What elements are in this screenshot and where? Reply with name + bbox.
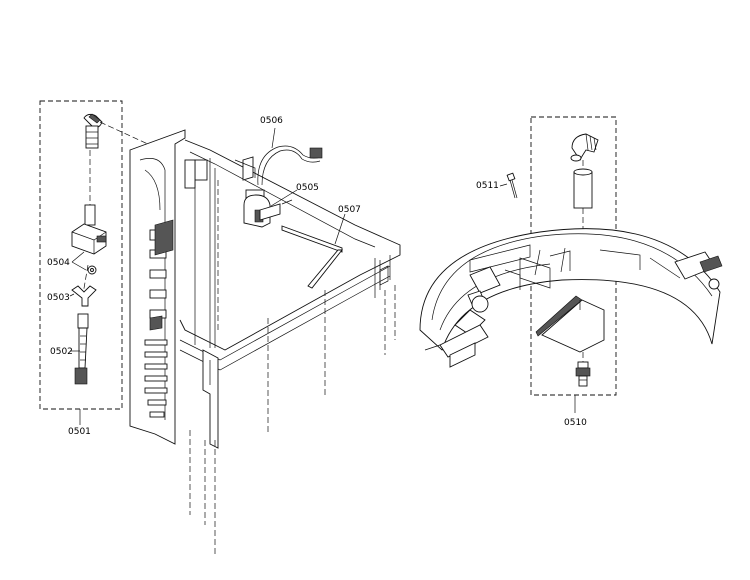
- label-0501: 0501: [68, 427, 91, 437]
- valve-body-0504: [71, 204, 107, 275]
- panel-slots: [144, 219, 174, 418]
- group-0501-box: [39, 100, 123, 410]
- label-0502: 0502: [50, 347, 73, 357]
- part-labels: 0501 0502 0503 0504 0505 0506 0507 0510 …: [47, 116, 587, 437]
- bracket-0510: [535, 295, 605, 353]
- label-0503: 0503: [47, 293, 70, 303]
- sleeve-0510: [573, 168, 593, 209]
- hose-0502: [74, 313, 89, 385]
- nipple-0510: [575, 361, 591, 387]
- elbow-fitting-0504: [83, 113, 103, 149]
- label-0510: 0510: [564, 418, 587, 428]
- cabinet-frame: [129, 129, 401, 555]
- label-0506: 0506: [260, 116, 283, 126]
- label-0507: 0507: [338, 205, 361, 215]
- group-0501: [39, 100, 151, 425]
- screw-0511: [499, 172, 518, 199]
- label-0505: 0505: [296, 183, 319, 193]
- drain-pump-0505: [243, 145, 323, 228]
- elbow-fitting-0510: [570, 133, 599, 162]
- label-0511: 0511: [476, 181, 499, 191]
- tub-housing: [419, 228, 723, 368]
- group-0510: [530, 116, 617, 413]
- drain-hose-0507: [271, 127, 346, 289]
- y-connector-0503: [71, 285, 97, 307]
- label-0504: 0504: [47, 258, 70, 268]
